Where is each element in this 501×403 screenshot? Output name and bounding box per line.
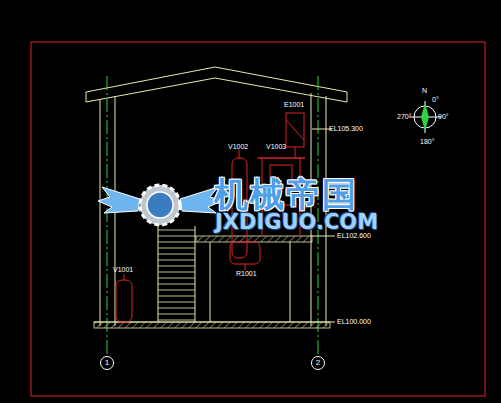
equipment-tag: V1002 — [228, 143, 248, 150]
compass-degree: 270° — [397, 113, 411, 120]
compass-degree: 180° — [420, 138, 434, 145]
equipment-tag: V1003 — [266, 143, 286, 150]
grid-bubble: 1 — [100, 356, 114, 370]
grid-bubble: 2 — [311, 356, 325, 370]
north-mark: N — [422, 87, 427, 94]
compass-degree: 90° — [438, 113, 449, 120]
watermark: JXDIGUO.COM — [215, 210, 378, 234]
compass-degree: 0° — [432, 96, 439, 103]
grid-number: 2 — [316, 359, 320, 367]
equipment-tag: R1001 — [236, 270, 257, 277]
equipment-tag: E1001 — [284, 101, 304, 108]
elevation-mark: EL100.000 — [337, 318, 371, 325]
grid-number: 1 — [105, 359, 109, 367]
equipment-tag: V1001 — [113, 266, 133, 273]
elevation-mark: EL105.300 — [329, 125, 363, 132]
